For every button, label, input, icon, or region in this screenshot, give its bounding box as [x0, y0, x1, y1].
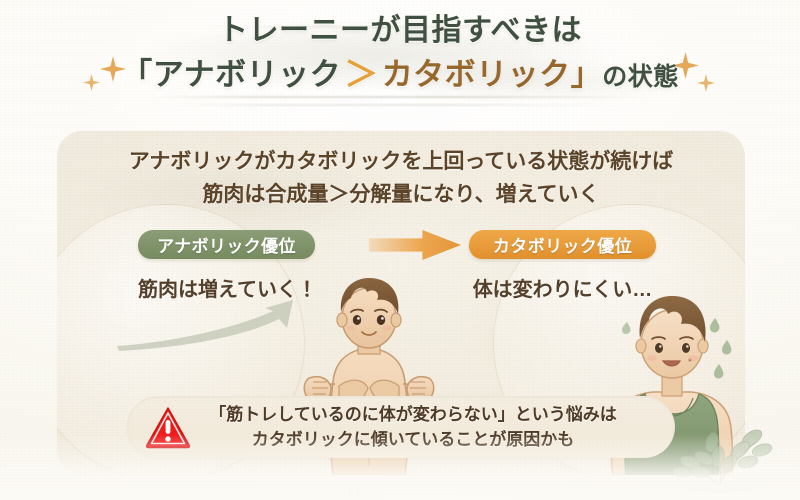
header-brush-wash — [120, 8, 680, 112]
main-content-card: アナボリックがカタボリックを上回っている状態が続けば 筋肉は合成量＞分解量になり… — [57, 130, 745, 475]
header-brush-stroke — [150, 96, 650, 98]
badge-catabolic-label: カタボリック優位 — [492, 237, 633, 256]
lead-copy: アナボリックがカタボリックを上回っている状態が続けば 筋肉は合成量＞分解量になり… — [57, 146, 745, 211]
title-catabolic-text: カタボリック」 — [381, 57, 603, 92]
caption-anabolic: 筋肉は増えていく！ — [138, 279, 317, 301]
title-line-1: トレーニーが目指すべきは — [218, 14, 582, 47]
title-suffix-text: の状態 — [602, 63, 679, 91]
title-line-2: 「アナボリック＞カタボリック」の状態 — [0, 56, 800, 94]
caption-catabolic: 体は変わりにくい… — [472, 279, 653, 301]
badge-anabolic-dominant: アナボリック優位 — [138, 230, 315, 259]
bottom-fade — [0, 434, 800, 500]
header-banner: トレーニーが目指すべきは 「アナボリック＞カタボリック」の状態 — [0, 0, 800, 122]
title-anabolic-text: 「アナボリック — [121, 57, 342, 92]
badge-catabolic-dominant: カタボリック優位 — [469, 230, 656, 259]
lead-line-1: アナボリックがカタボリックを上回っている状態が続けば — [128, 150, 674, 173]
lead-line-2: 筋肉は合成量＞分解量になり、増えていく — [202, 182, 600, 206]
greater-than-icon: ＞ — [344, 56, 379, 94]
badge-anabolic-label: アナボリック優位 — [157, 237, 296, 256]
upward-trend-arrow-icon — [117, 300, 293, 351]
warning-line-1: 「筋トレしているのに体が変わらない」という悩みは — [209, 404, 617, 424]
header-brush-stroke — [178, 104, 610, 106]
header-brush-stroke — [206, 26, 576, 28]
page-title: トレーニーが目指すべきは 「アナボリック＞カタボリック」の状態 — [0, 14, 800, 94]
